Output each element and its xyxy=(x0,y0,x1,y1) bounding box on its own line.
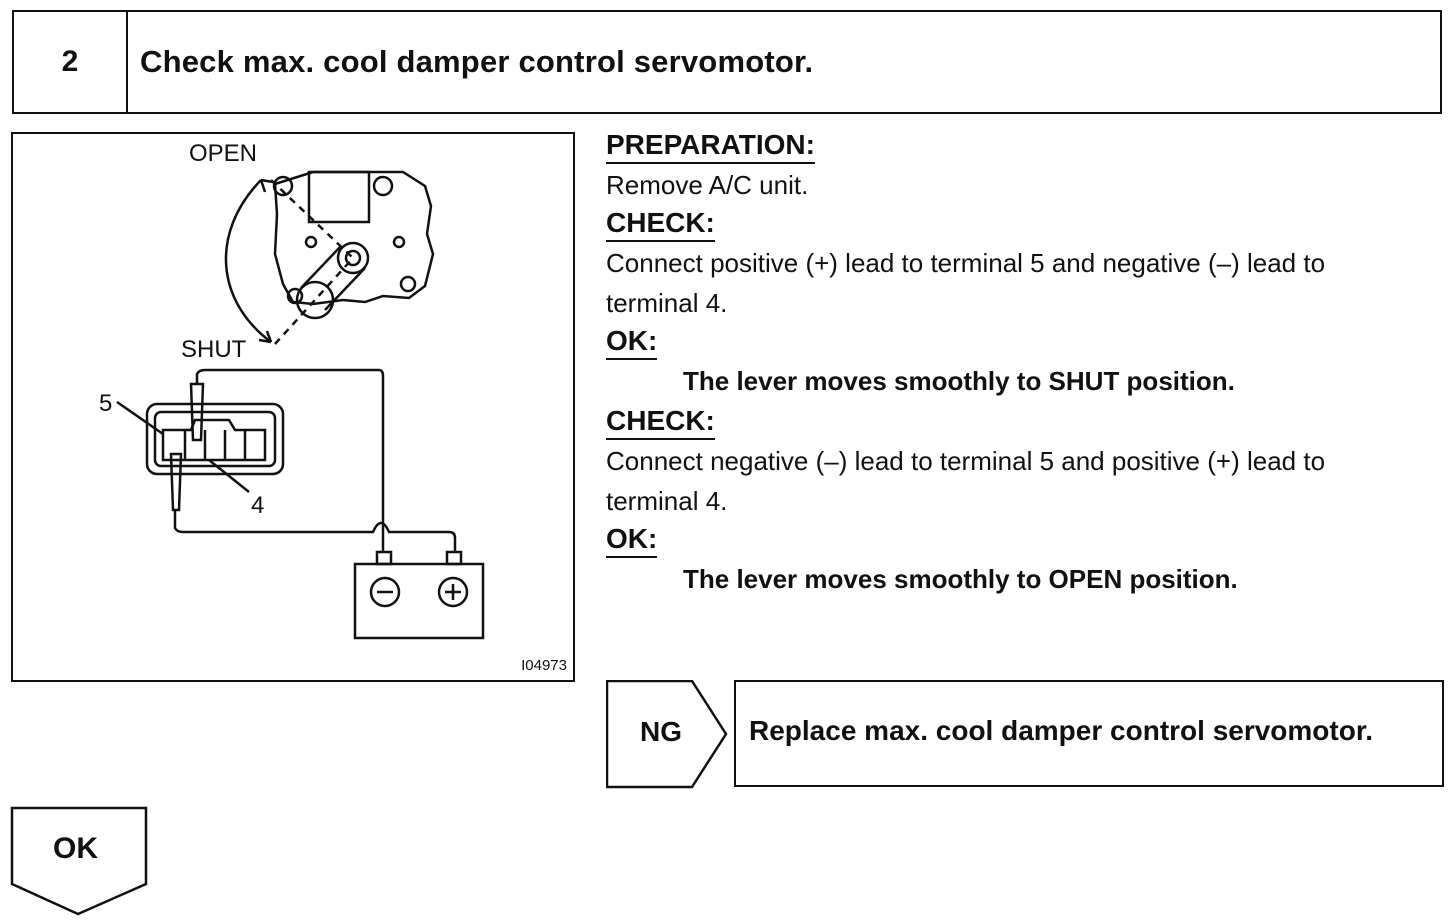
step-number: 2 xyxy=(14,12,128,112)
wire-terminal-5 xyxy=(195,368,385,514)
step-title: Check max. cool damper control servomoto… xyxy=(140,44,814,79)
wire-terminal-4 xyxy=(173,510,457,552)
ok-1-result: The lever moves smoothly to SHUT positio… xyxy=(683,366,1235,396)
ok-2-heading: OK: xyxy=(606,522,658,558)
servomotor-diagram: OPEN SHUT 5 4 I04973 xyxy=(11,132,575,682)
preparation-heading: PREPARATION: xyxy=(606,128,815,164)
shut-position-label: SHUT xyxy=(181,336,247,363)
open-position-label: OPEN xyxy=(189,140,258,167)
probe-terminal-4 xyxy=(169,452,183,512)
step-header: 2 Check max. cool damper control servomo… xyxy=(12,10,1442,114)
figure-id: I04973 xyxy=(521,657,567,674)
ok-label: OK xyxy=(53,832,98,865)
ng-action-box xyxy=(734,680,1444,787)
check-1-heading: CHECK: xyxy=(606,206,715,242)
ng-arrow-box xyxy=(606,680,728,789)
terminal-5-label: 5 xyxy=(99,390,113,417)
check-2-line-1: Connect negative (–) lead to terminal 5 … xyxy=(606,446,1326,476)
servomotor-housing xyxy=(273,170,435,306)
check-2-heading: CHECK: xyxy=(606,404,715,440)
check-1-line-1: Connect positive (+) lead to terminal 5 … xyxy=(606,248,1326,278)
check-1-line-2: terminal 4. xyxy=(606,288,728,318)
preparation-text: Remove A/C unit. xyxy=(606,170,809,200)
ng-label: NG xyxy=(640,716,682,747)
servomotor-motor-block xyxy=(307,170,371,224)
servomotor-wiring-illustration xyxy=(116,170,485,640)
connector-outer xyxy=(145,402,285,476)
probe-terminal-5 xyxy=(189,382,205,442)
ok-arrow-box xyxy=(10,806,148,916)
terminal-4-label: 4 xyxy=(251,492,265,519)
lever-swing-arc xyxy=(224,179,272,344)
battery xyxy=(353,562,485,640)
ok-1-heading: OK: xyxy=(606,324,658,360)
check-2-line-2: terminal 4. xyxy=(606,486,728,516)
ok-2-result: The lever moves smoothly to OPEN positio… xyxy=(683,564,1238,594)
ng-action-text: Replace max. cool damper control servomo… xyxy=(749,715,1373,746)
